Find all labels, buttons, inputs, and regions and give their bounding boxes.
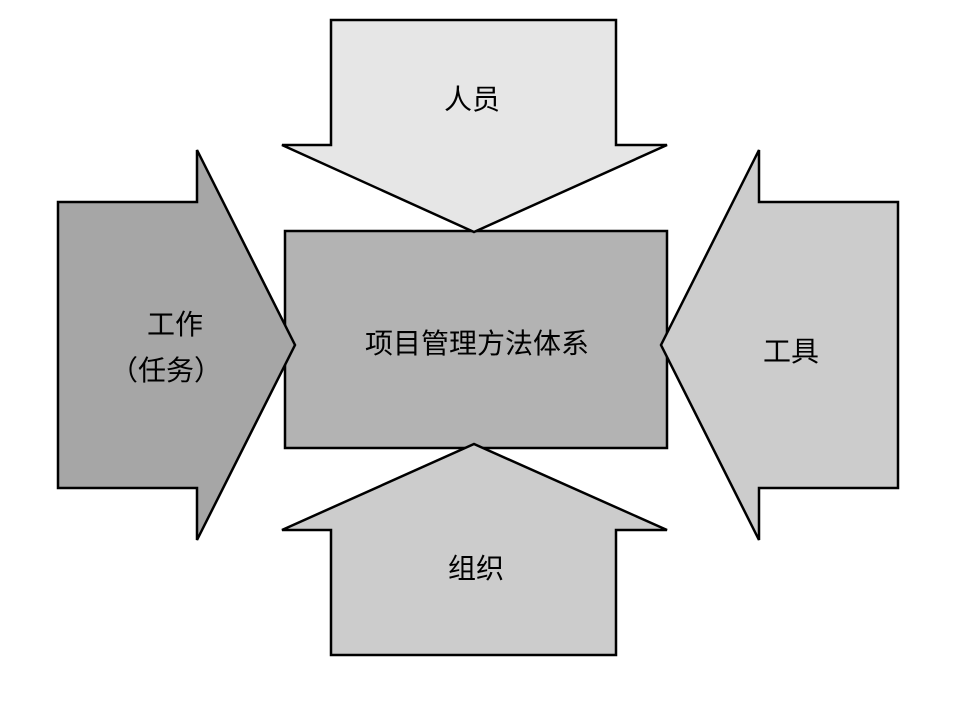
right-arrow-label: 工具 xyxy=(763,335,819,368)
left-arrow-label-line2: （任务） xyxy=(110,354,222,387)
right-arrow xyxy=(659,149,900,541)
center-label: 项目管理方法体系 xyxy=(365,327,589,360)
top-arrow-label: 人员 xyxy=(444,83,500,116)
left-arrow xyxy=(56,149,297,541)
top-arrow xyxy=(281,18,668,234)
bottom-arrow-label: 组织 xyxy=(448,552,504,585)
bottom-arrow xyxy=(281,442,668,657)
left-arrow-label-line1: 工作 xyxy=(147,308,203,341)
center-box xyxy=(283,229,669,450)
